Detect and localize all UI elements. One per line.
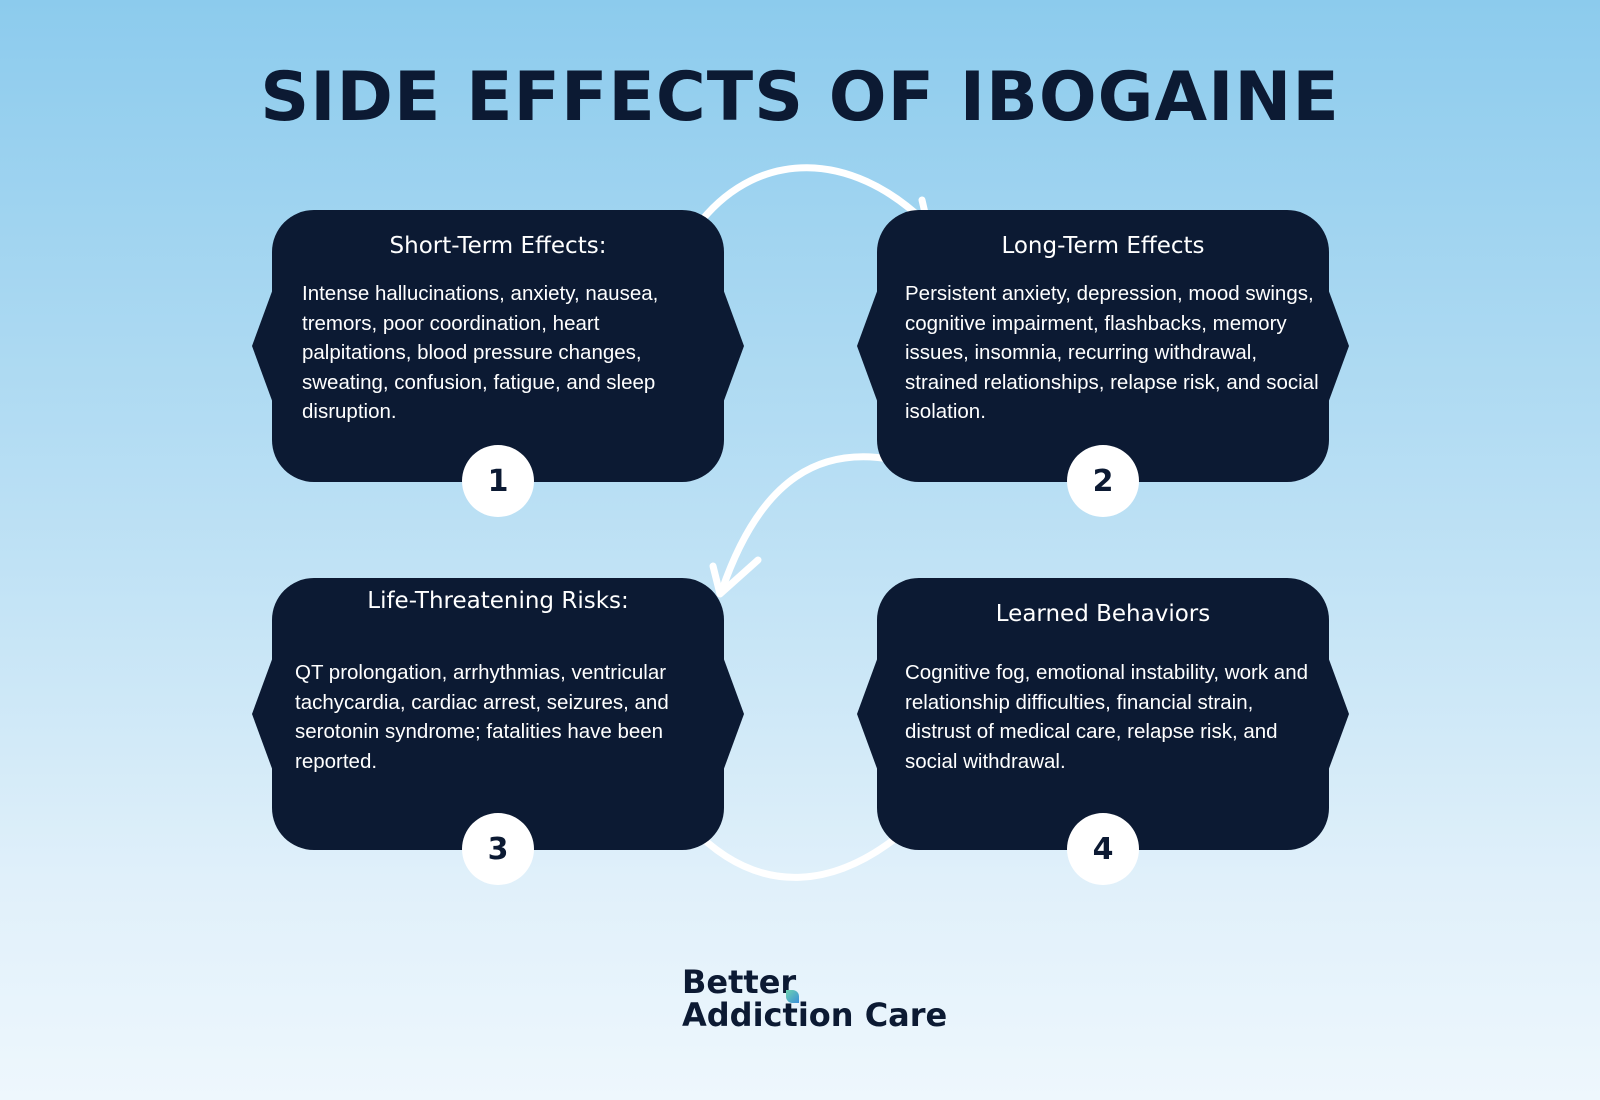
card-body: Intense hallucinations, anxiety, nausea,… — [302, 282, 659, 423]
page-title: SIDE EFFECTS OF IBOGAINE — [260, 58, 1340, 137]
arrow-1-to-2 — [698, 164, 929, 226]
step-number-badge: 1 — [462, 445, 534, 517]
logo-line-1: Better — [682, 963, 797, 1001]
step-number-badge: 4 — [1067, 813, 1139, 885]
step-number-badge: 3 — [462, 813, 534, 885]
card-heading: Life-Threatening Risks: — [367, 588, 629, 614]
arrow-3-to-4 — [686, 818, 919, 881]
logo-line-2: Addiction Care — [682, 996, 948, 1034]
card-learned-behaviors: Learned Behaviors Cognitive fog, emotion… — [877, 578, 1329, 885]
card-life-threatening-risks: Life-Threatening Risks: QT prolongation,… — [272, 578, 724, 885]
card-short-term-effects: Short-Term Effects: Intense hallucinatio… — [272, 210, 724, 517]
card-body: Persistent anxiety, depression, mood swi… — [905, 282, 1319, 423]
arrow-2-to-3-head — [709, 556, 762, 598]
brand-logo: Better Addiction Care — [682, 966, 947, 1032]
card-body: QT prolongation, arrhythmias, ventricula… — [295, 661, 669, 773]
arrow-2-to-3 — [718, 453, 912, 594]
card-long-term-effects: Long-Term Effects Persistent anxiety, de… — [877, 210, 1329, 517]
card-heading: Long-Term Effects — [1001, 233, 1205, 259]
step-number-badge: 2 — [1067, 445, 1139, 517]
leaf-icon — [786, 990, 799, 1003]
card-heading: Short-Term Effects: — [389, 233, 607, 259]
card-heading: Learned Behaviors — [995, 601, 1211, 627]
card-body: Cognitive fog, emotional instability, wo… — [905, 661, 1308, 773]
